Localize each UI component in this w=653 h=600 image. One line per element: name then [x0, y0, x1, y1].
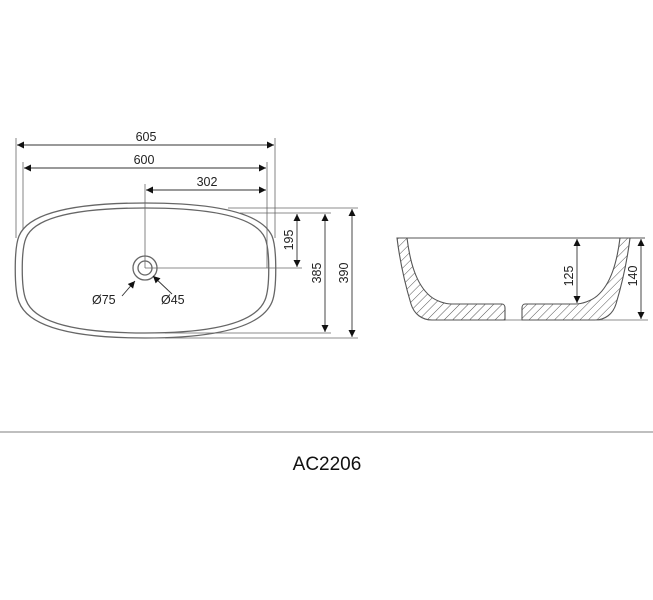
leader-line-75: [121, 280, 136, 297]
section-left-hatch: [396, 237, 506, 321]
drain-inner-circle: [137, 260, 153, 276]
dimension-label-600: 600: [134, 153, 155, 167]
dimension-label-390: 390: [337, 263, 351, 284]
dimension-label-302: 302: [197, 175, 218, 189]
dimension-label-140: 140: [626, 266, 640, 287]
basin-inner-rim: [21, 207, 270, 334]
dimension-label-605: 605: [136, 130, 157, 144]
top-view: 605 600 302 195 385 390 Ø75 Ø45: [14, 130, 358, 339]
dimension-label-diameter-75: Ø75: [92, 293, 116, 307]
dimension-label-385: 385: [310, 263, 324, 284]
section-right-hatch: [521, 237, 631, 321]
drain-outer-circle: [132, 255, 158, 281]
dimension-label-195: 195: [282, 230, 296, 251]
dimension-label-125: 125: [562, 266, 576, 287]
basin-outer-rim: [14, 202, 277, 339]
leader-line-45: [152, 275, 173, 295]
side-view: 125 140: [396, 237, 648, 321]
model-number: AC2206: [293, 454, 362, 475]
dimension-label-diameter-45: Ø45: [161, 293, 185, 307]
